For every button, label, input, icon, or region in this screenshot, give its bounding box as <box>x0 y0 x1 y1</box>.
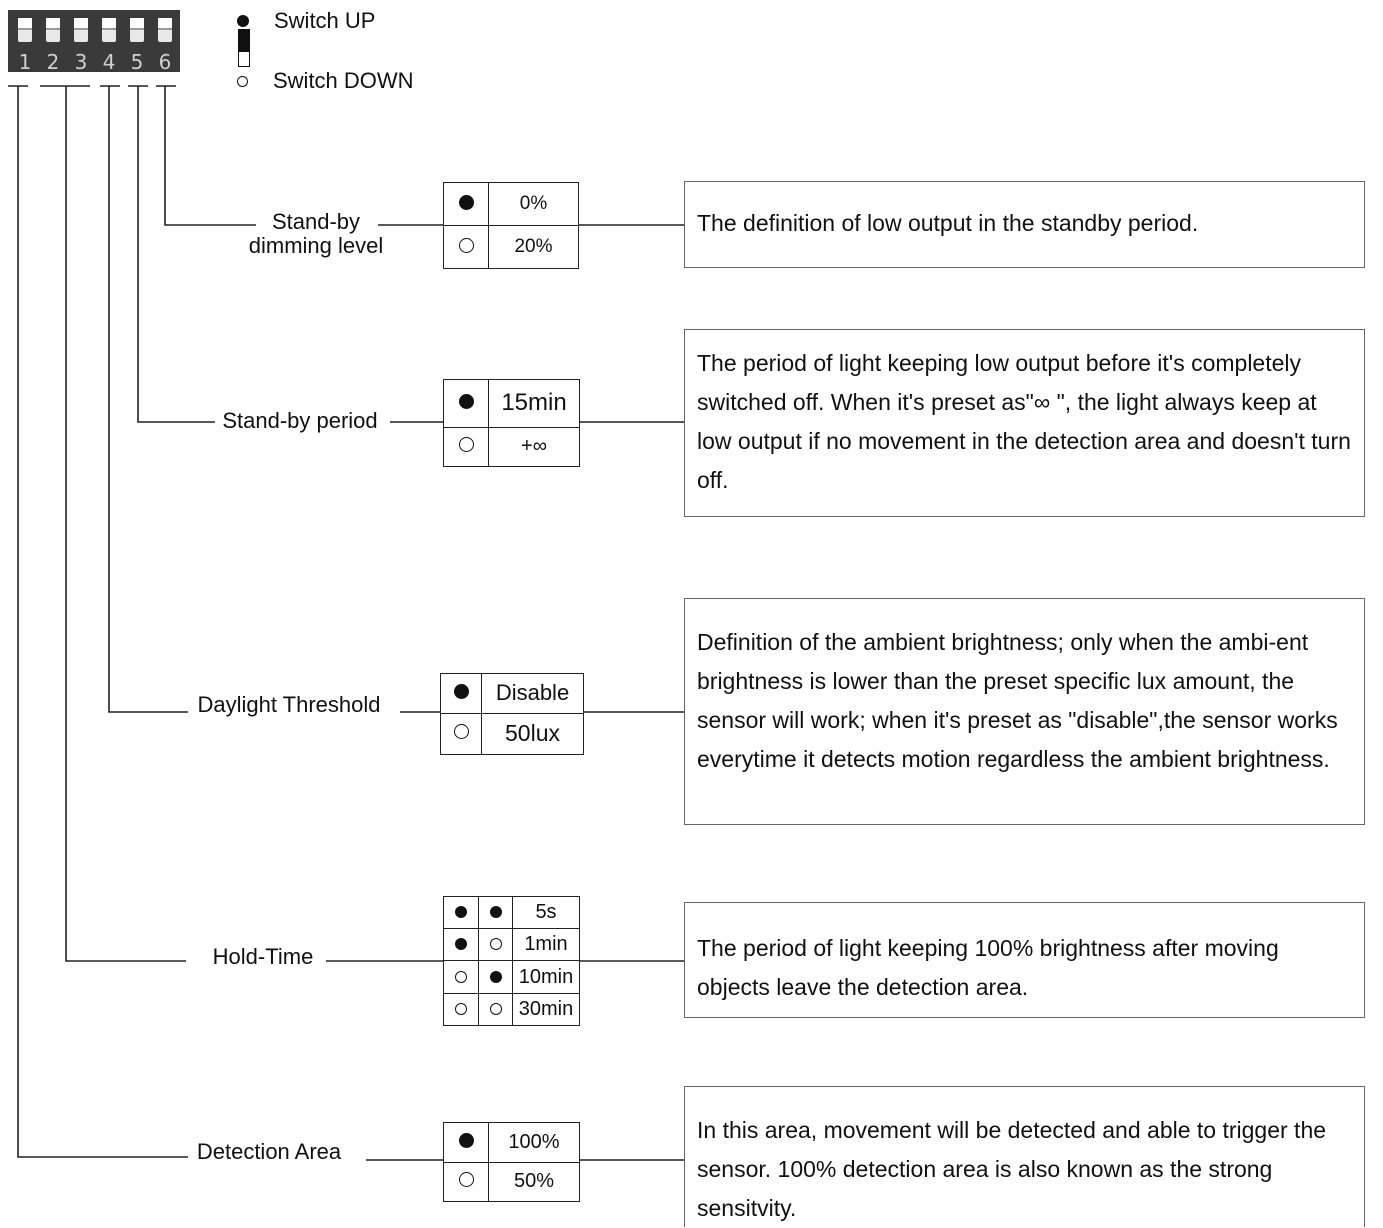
switch-up-dot-icon <box>453 683 469 699</box>
dip-switch: 1 2 3 4 5 6 <box>8 10 180 74</box>
switch-lever-icon <box>238 29 250 67</box>
switch-up-dot-icon <box>458 1132 474 1148</box>
dip-number: 5 <box>130 50 144 74</box>
description-standby-dimming: The definition of low output in the stan… <box>684 181 1365 268</box>
option-table-hold-time: 5s 1min 10min 30min <box>443 896 580 1026</box>
dip-switch-lever <box>18 18 32 42</box>
option-value: Disable <box>481 674 583 714</box>
setting-label-hold-time: Hold-Time <box>190 945 336 969</box>
switch-down-dot-icon <box>489 938 502 951</box>
setting-label-detection-area: Detection Area <box>186 1140 352 1164</box>
dip-switch-lever <box>158 18 172 42</box>
label-line: Stand-by <box>271 209 361 234</box>
option-value: 20% <box>488 225 578 268</box>
description-text: The period of light keeping low output b… <box>697 350 1351 493</box>
dip-switch-lever <box>74 18 88 42</box>
switch-up-dot-icon <box>458 194 474 210</box>
dip-number: 4 <box>102 50 116 74</box>
setting-label-daylight-threshold: Daylight Threshold <box>186 693 392 717</box>
description-hold-time: The period of light keeping 100% brightn… <box>684 902 1365 1018</box>
switch-up-dot-icon <box>237 14 249 32</box>
dip-switch-lever <box>102 18 116 42</box>
setting-label-standby-period: Stand-by period <box>210 409 390 433</box>
option-value: 0% <box>488 183 578 226</box>
option-table-daylight-threshold: Disable 50lux <box>440 673 584 755</box>
setting-label-standby-dimming: Stand-by dimming level <box>236 210 396 258</box>
switch-down-dot-icon <box>458 437 474 453</box>
switch-up-dot-icon <box>455 906 467 919</box>
option-value: 15min <box>488 380 579 428</box>
description-text: The definition of low output in the stan… <box>697 210 1199 236</box>
dip-switch-lever <box>130 18 144 42</box>
label-line: dimming level <box>248 233 384 258</box>
switch-down-dot-icon <box>455 970 467 983</box>
label-line: Hold-Time <box>212 944 314 969</box>
option-table-detection-area: 100% 50% <box>443 1122 580 1202</box>
option-value: 5s <box>512 897 579 930</box>
switch-down-dot-icon <box>458 1172 474 1188</box>
description-daylight-threshold: Definition of the ambient brightness; on… <box>684 598 1365 825</box>
option-table-standby-period: 15min +∞ <box>443 379 580 467</box>
switch-down-label: Switch DOWN <box>273 68 414 93</box>
option-value: 30min <box>512 992 579 1025</box>
option-value: +∞ <box>488 426 579 466</box>
switch-down-dot-icon <box>455 1002 467 1015</box>
dip-number: 3 <box>74 50 88 74</box>
switch-up-dot-icon <box>458 393 474 409</box>
label-line: Daylight Threshold <box>197 692 381 717</box>
switch-up-dot-icon <box>455 938 467 951</box>
option-value: 50% <box>488 1161 579 1201</box>
dip-number: 6 <box>158 50 172 74</box>
label-line: Stand-by period <box>222 408 378 433</box>
switch-up-dot-icon <box>489 970 502 983</box>
switch-up-label: Switch UP <box>274 8 376 33</box>
option-value: 1min <box>512 928 579 962</box>
dip-number: 2 <box>46 50 60 74</box>
switch-down-dot-icon <box>453 724 469 740</box>
dip-number: 1 <box>18 50 32 74</box>
description-text: Definition of the ambient brightness; on… <box>697 629 1338 772</box>
switch-up-dot-icon <box>489 906 502 919</box>
description-standby-period: The period of light keeping low output b… <box>684 329 1365 517</box>
option-value: 50lux <box>481 712 583 754</box>
switch-down-dot-icon <box>237 74 248 92</box>
switch-down-dot-icon <box>489 1002 502 1015</box>
description-text: The period of light keeping 100% brightn… <box>697 935 1279 1000</box>
option-value: 100% <box>488 1123 579 1163</box>
description-text: In this area, movement will be detected … <box>697 1117 1327 1221</box>
option-table-standby-dimming: 0% 20% <box>443 182 579 269</box>
description-detection-area: In this area, movement will be detected … <box>684 1086 1365 1227</box>
dip-switch-lever <box>46 18 60 42</box>
switch-down-dot-icon <box>458 237 474 253</box>
label-line: Detection Area <box>196 1139 342 1164</box>
option-value: 10min <box>512 960 579 994</box>
